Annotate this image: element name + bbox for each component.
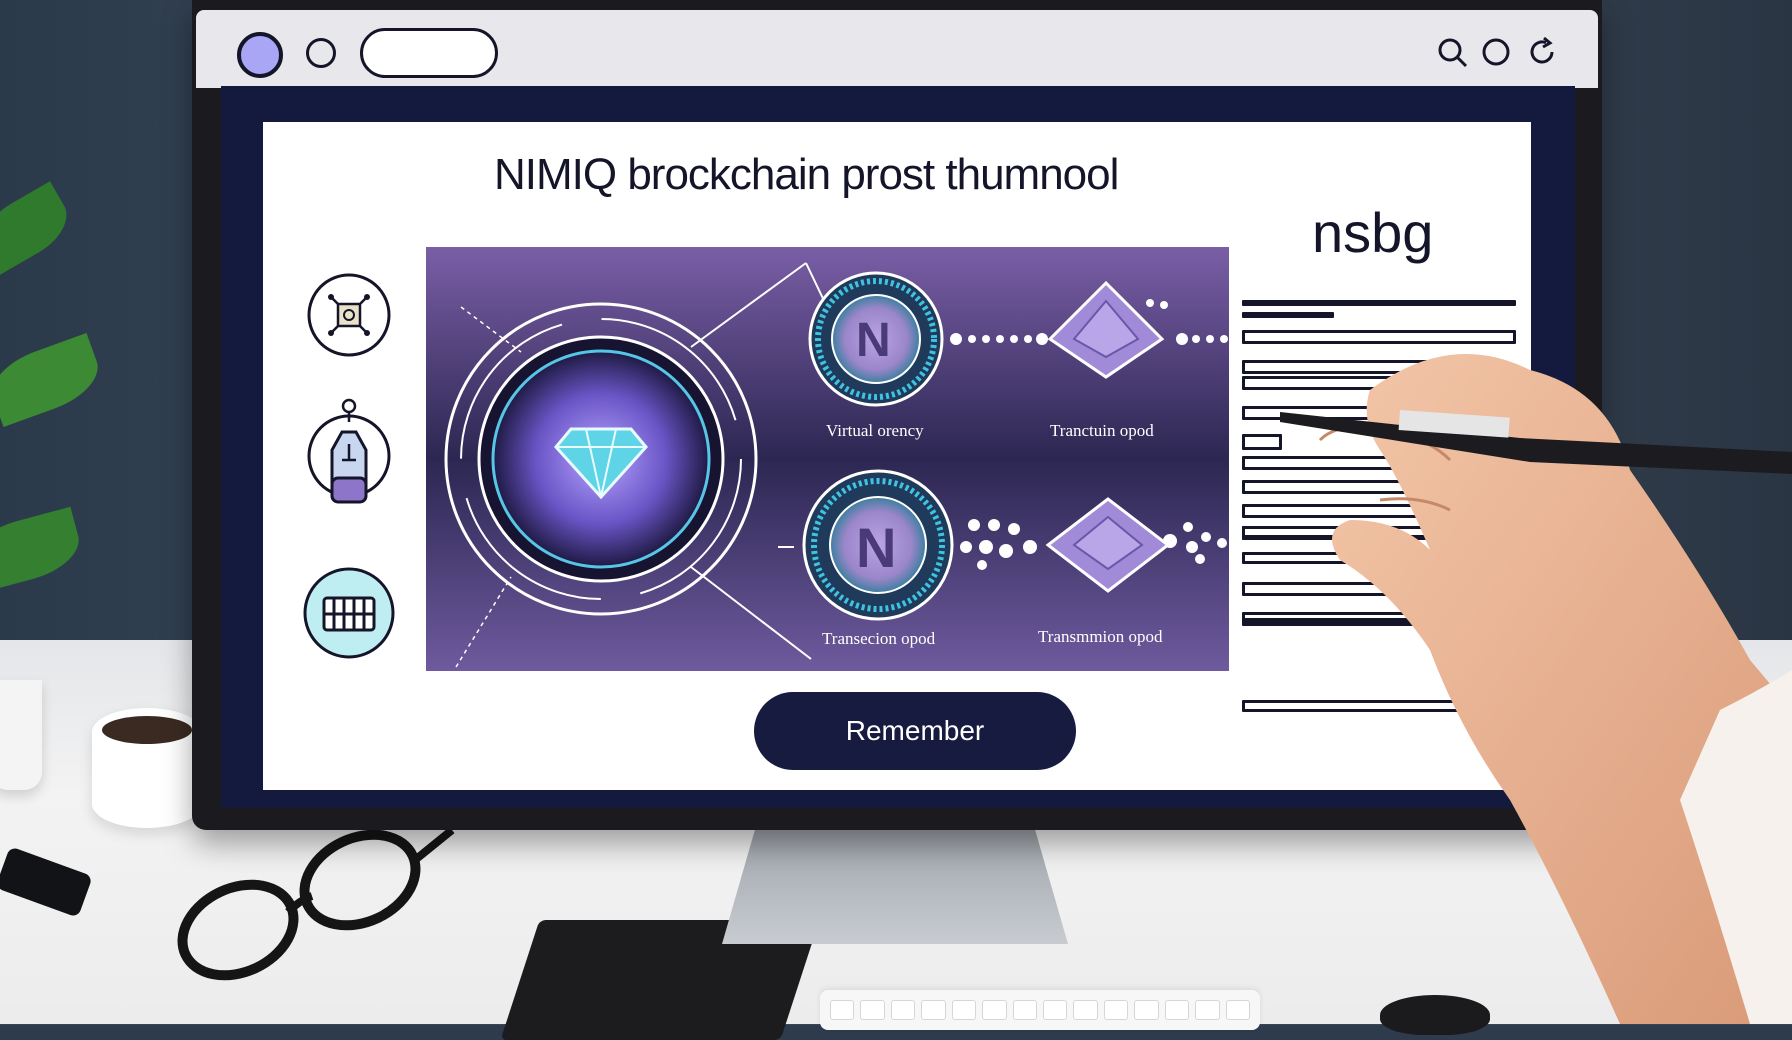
plant-pot <box>0 680 42 790</box>
window-control[interactable] <box>306 38 336 68</box>
key <box>860 1000 885 1020</box>
blockchain-illustration <box>444 262 1228 668</box>
text-line <box>1242 330 1516 344</box>
key <box>1225 1000 1250 1020</box>
key <box>1134 1000 1159 1020</box>
keyboard <box>820 990 1260 1030</box>
window-control-active[interactable] <box>237 32 283 78</box>
key <box>1012 1000 1037 1020</box>
network-node-icon[interactable] <box>306 272 392 358</box>
caption-transaction-top: Tranctuin opod <box>1050 421 1154 440</box>
key <box>921 1000 946 1020</box>
cup-contents <box>102 716 192 744</box>
text-line <box>1242 300 1516 306</box>
text-line <box>1242 312 1334 318</box>
keyboard-grid-icon[interactable] <box>302 566 396 660</box>
circle-icon[interactable] <box>1480 36 1512 68</box>
key <box>1164 1000 1190 1020</box>
side-heading: nsbg <box>1312 201 1434 264</box>
caption-transaction-bottom-right: Transmmion opod <box>1038 627 1163 646</box>
timer-bottle-icon[interactable] <box>306 398 392 516</box>
remember-button[interactable]: Remember <box>754 692 1076 770</box>
refresh-icon[interactable] <box>1526 36 1558 68</box>
key <box>951 1000 977 1020</box>
page-title: NIMIQ brockchain prost thumnool <box>494 150 1119 199</box>
caption-virtual-currency: Virtual orency <box>826 421 924 440</box>
key <box>890 1000 916 1020</box>
search-icon[interactable] <box>1436 36 1468 68</box>
glasses <box>177 826 455 981</box>
key <box>1043 1000 1068 1020</box>
hand-with-pen <box>1280 354 1792 1024</box>
coin-letter: N <box>856 516 897 579</box>
key <box>1103 1000 1129 1020</box>
address-bar[interactable] <box>360 28 498 78</box>
key <box>1073 1000 1098 1020</box>
hero-graphic: N N Virtual orency Tranctuin opod Transe… <box>426 247 1229 671</box>
key <box>982 1000 1007 1020</box>
text-line <box>1242 434 1282 450</box>
caption-transaction-bottom-left: Transecion opod <box>822 629 936 648</box>
monitor-stand <box>722 824 1068 944</box>
key <box>830 1000 855 1020</box>
coin-letter: N <box>856 314 891 367</box>
key <box>1195 1000 1220 1020</box>
